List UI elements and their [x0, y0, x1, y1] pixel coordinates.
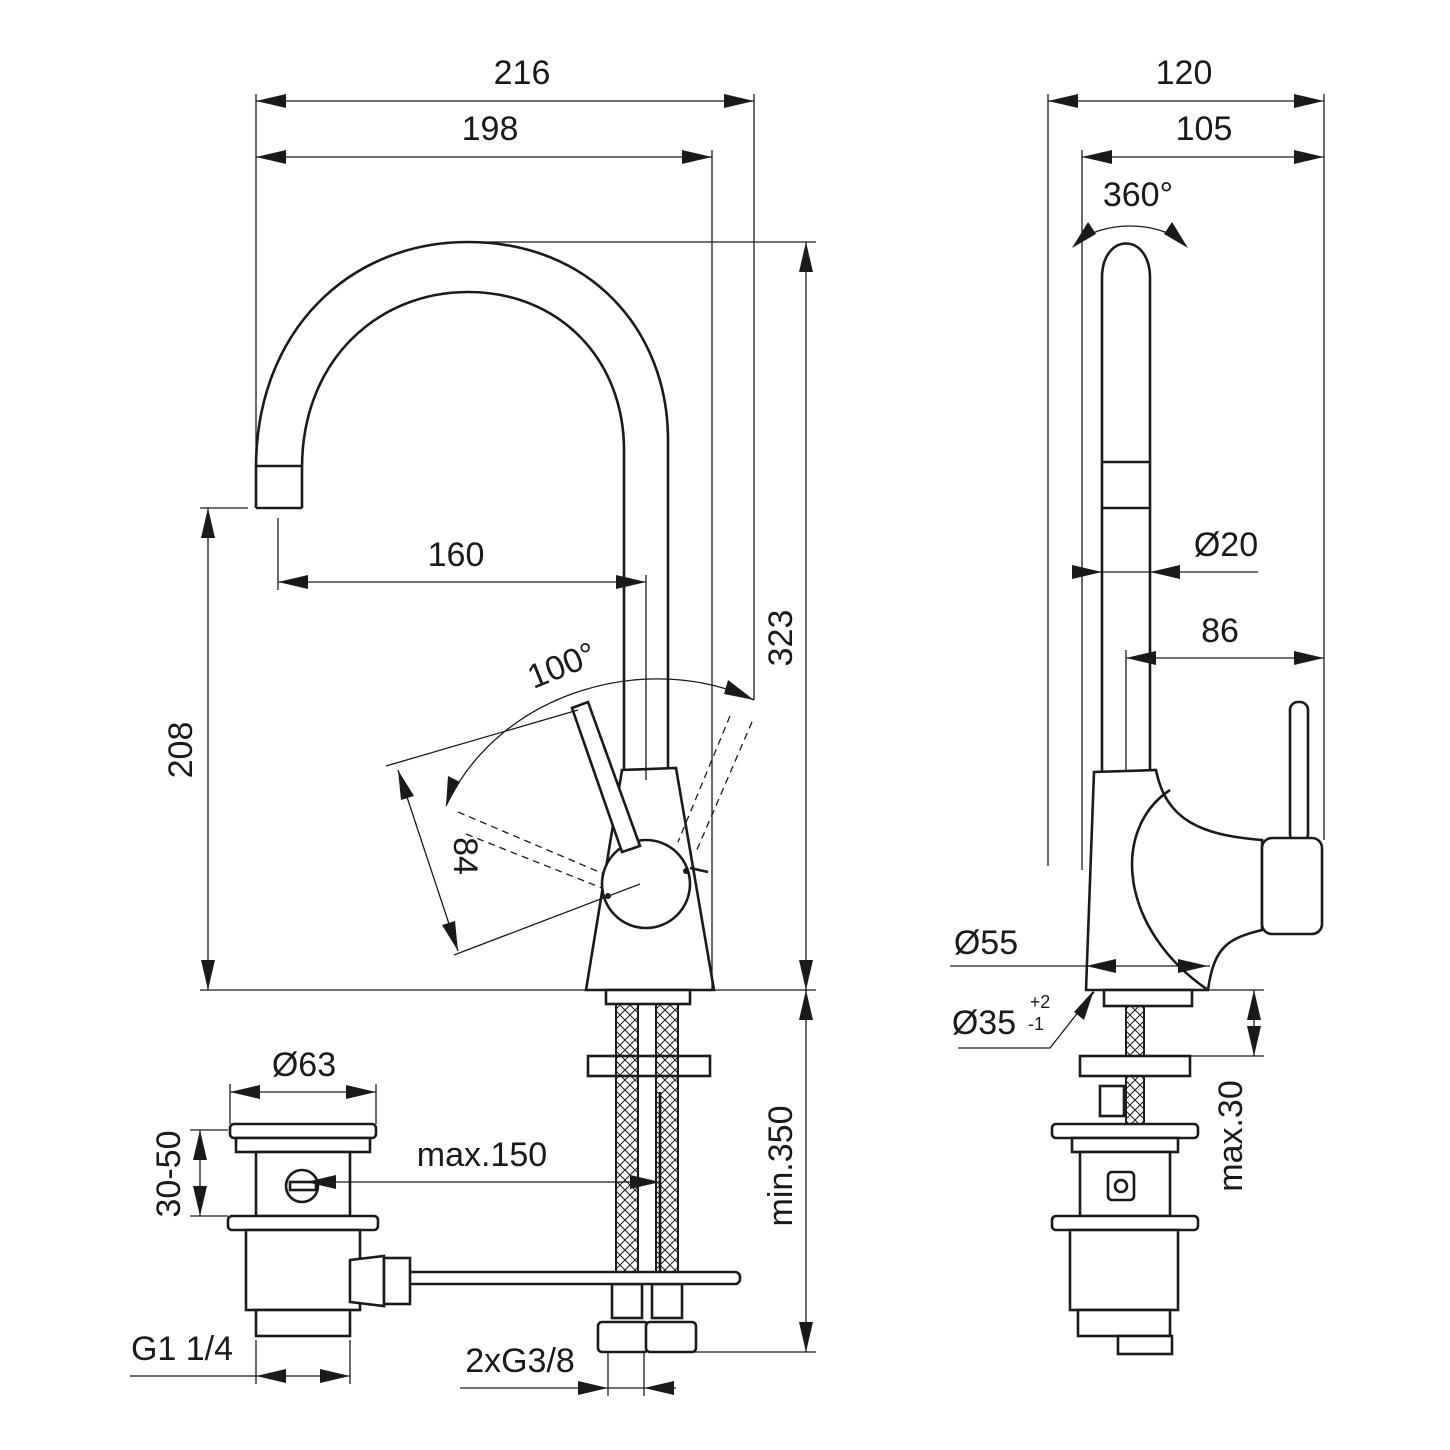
dim-rotation: 360°	[1103, 176, 1173, 214]
dim-160: 160	[428, 536, 485, 574]
dim-86: 86	[1201, 612, 1239, 650]
front-faucet	[254, 240, 753, 1354]
dim-o35-tol-upper: +2	[1030, 992, 1051, 1012]
side-body	[1084, 768, 1264, 992]
dim-198: 198	[462, 110, 519, 148]
side-faucet	[1050, 242, 1324, 1356]
dimension-lines	[130, 94, 1325, 1396]
dim-max-150: max.150	[417, 1136, 547, 1174]
dim-o63: Ø63	[272, 1046, 336, 1084]
front-waste	[226, 1122, 412, 1338]
dim-max-30: max.30	[1212, 1080, 1250, 1192]
dim-o55: Ø55	[954, 924, 1018, 962]
dim-g1-1-4: G1 1/4	[131, 1330, 233, 1368]
dimension-labels: 216 198 160 323 208 100° 84 min.350 2xG3…	[131, 54, 1258, 1380]
dim-208: 208	[162, 722, 200, 779]
front-spout-outer	[254, 240, 670, 770]
dim-30-50: 30-50	[150, 1131, 188, 1218]
dim-105: 105	[1176, 110, 1233, 148]
dim-323: 323	[762, 610, 800, 667]
dim-min-350: min.350	[762, 1106, 800, 1227]
side-spout	[1100, 242, 1152, 772]
dim-216: 216	[494, 54, 551, 92]
front-lever	[570, 700, 642, 854]
front-lever-hub	[600, 838, 692, 930]
dim-120: 120	[1156, 54, 1213, 92]
dim-lever-angle: 100°	[522, 635, 601, 697]
side-lever	[1288, 700, 1310, 844]
dim-o35-tol-lower: -1	[1028, 1014, 1044, 1034]
front-spout-inner	[300, 290, 626, 770]
dim-84: 84	[446, 837, 484, 875]
dim-o20: Ø20	[1194, 526, 1258, 564]
dim-hose-thread: 2xG3/8	[465, 1342, 575, 1380]
dim-o35: Ø35	[952, 1004, 1016, 1042]
